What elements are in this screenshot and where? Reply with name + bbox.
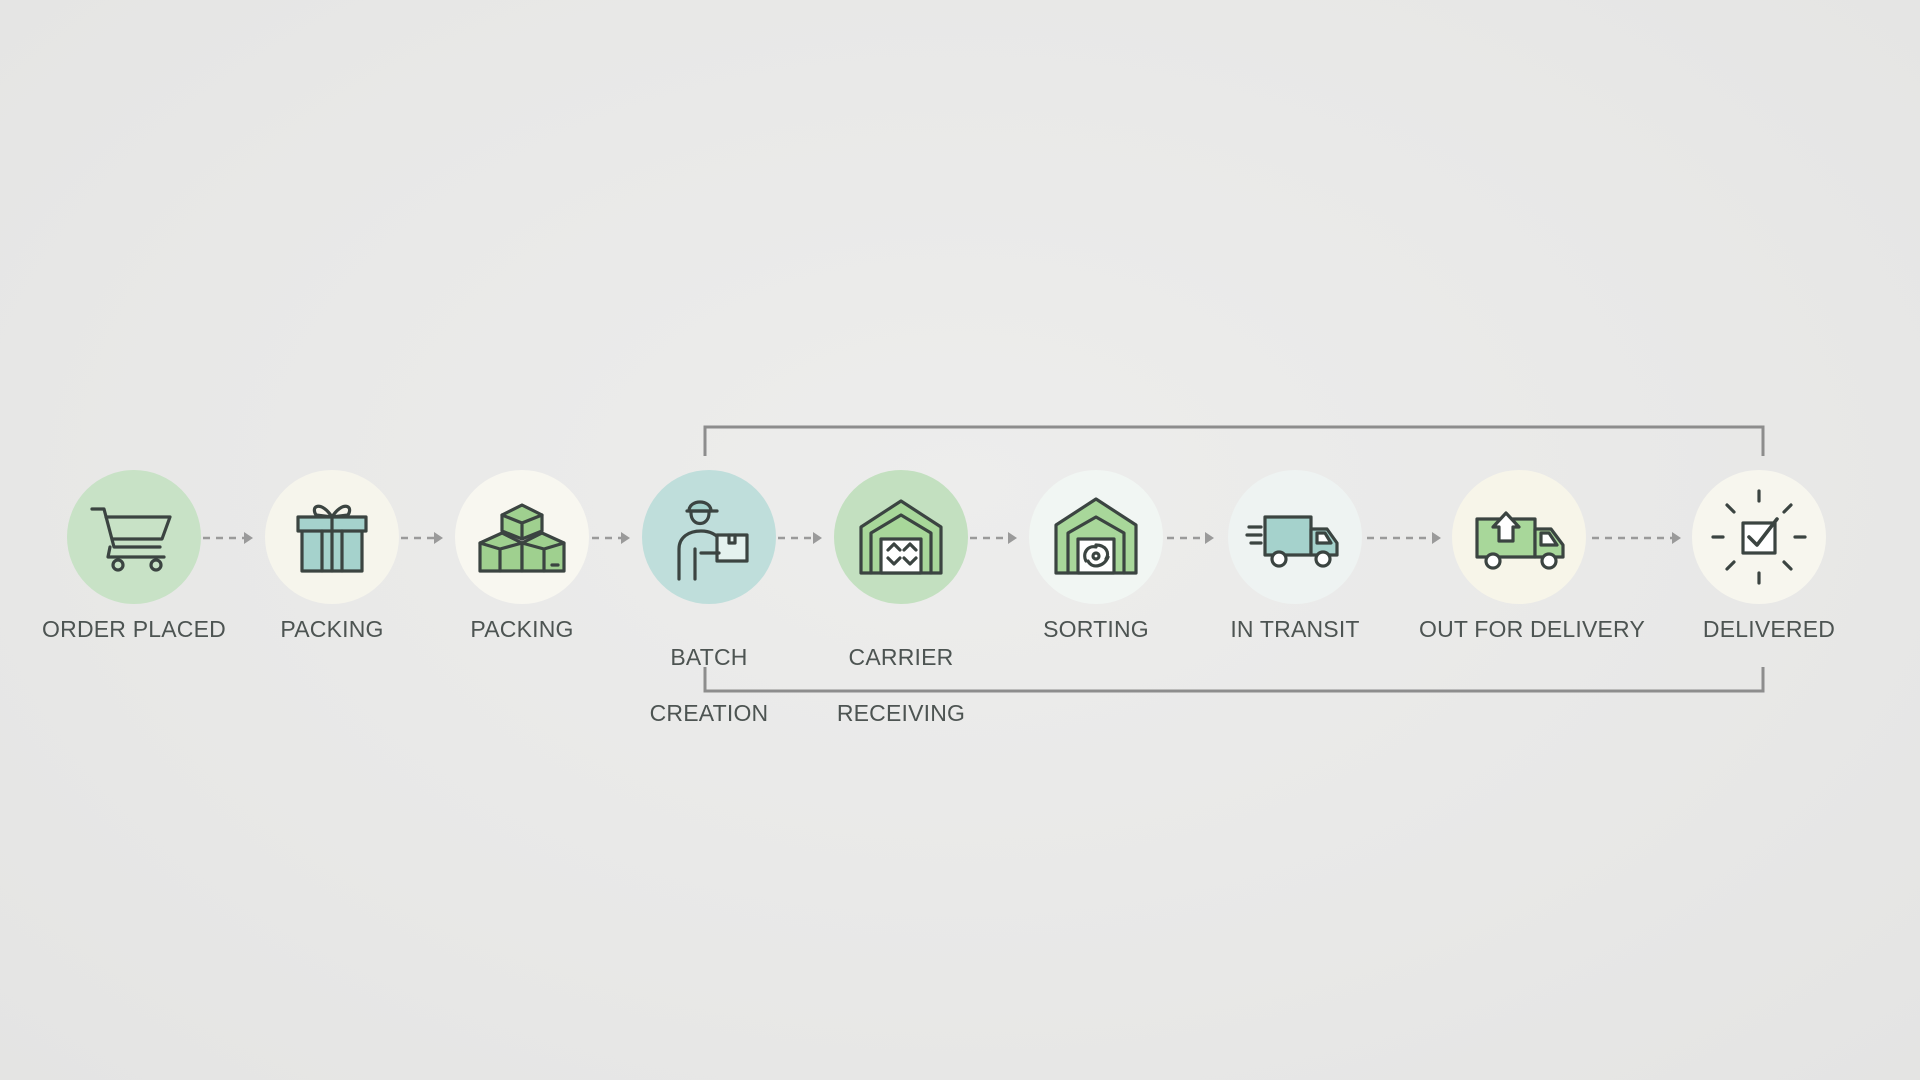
gift-box-icon (296, 504, 368, 573)
step-order-placed (67, 470, 201, 604)
stacked-boxes-icon (478, 503, 566, 573)
step-circle (265, 470, 399, 604)
step-delivered (1692, 470, 1826, 604)
step-packing-boxes (455, 470, 589, 604)
step-out-for-delivery (1452, 470, 1586, 604)
arrow-1 (203, 532, 253, 544)
sorting-warehouse-icon (1054, 497, 1138, 575)
step-circle (1452, 470, 1586, 604)
step-label: IN TRANSIT (1230, 616, 1360, 642)
arrow-8 (1592, 532, 1681, 544)
bottom-bracket (703, 667, 1765, 693)
warehouse-icon (859, 499, 943, 575)
step-label: SORTING (1043, 616, 1149, 642)
arrow-6 (1167, 532, 1214, 544)
arrow-4 (778, 532, 822, 544)
step-label-line: CREATION (649, 700, 769, 726)
shopping-cart-icon (90, 507, 172, 572)
step-in-transit (1228, 470, 1362, 604)
step-batch-creation (642, 470, 776, 604)
step-label-line: CARRIER (848, 644, 954, 670)
step-label: OUT FOR DELIVERY (1418, 616, 1645, 642)
step-packing-gift (265, 470, 399, 604)
delivery-truck-icon (1475, 511, 1565, 570)
step-carrier-receiving (834, 470, 968, 604)
step-circle (1692, 470, 1826, 604)
arrow-5 (970, 532, 1017, 544)
arrow-2 (401, 532, 443, 544)
step-label: CARRIER RECEIVING (781, 615, 1021, 755)
moving-truck-icon (1245, 515, 1339, 568)
step-circle (455, 470, 589, 604)
step-label-line: BATCH (670, 644, 748, 670)
step-circle (1228, 470, 1362, 604)
top-bracket (703, 425, 1765, 456)
step-circle (642, 470, 776, 604)
checkmark-burst-icon (1711, 489, 1807, 585)
step-label: PACKING (280, 616, 384, 642)
step-circle (1029, 470, 1163, 604)
worker-with-package-icon (677, 500, 749, 581)
step-sorting (1029, 470, 1163, 604)
step-circle (67, 470, 201, 604)
step-label: PACKING (470, 616, 574, 642)
step-label-line: RECEIVING (836, 700, 966, 726)
step-label: BATCH CREATION (589, 615, 829, 755)
arrow-3 (592, 532, 630, 544)
step-circle (834, 470, 968, 604)
step-label: DELIVERED (1702, 616, 1836, 642)
step-label: ORDER PLACED (42, 616, 226, 642)
arrow-7 (1367, 532, 1441, 544)
